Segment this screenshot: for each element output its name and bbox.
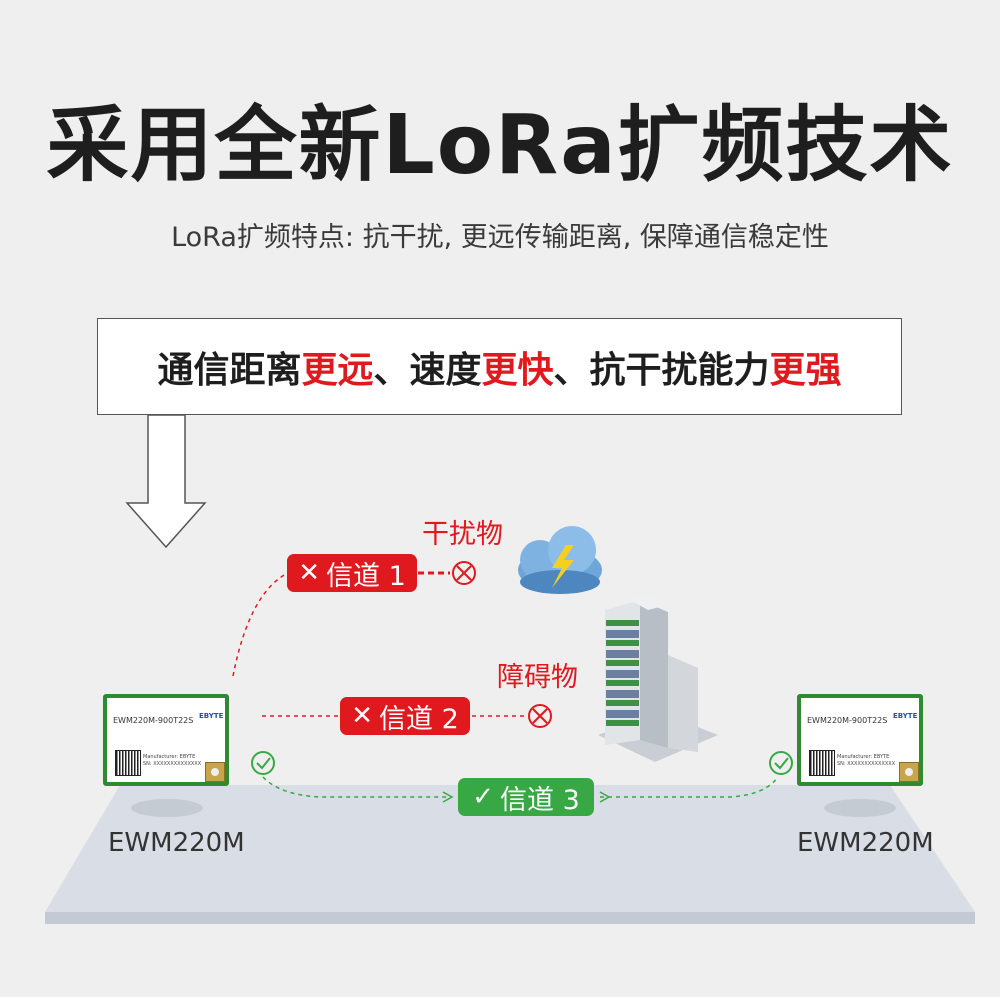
down-arrow-icon [125,414,207,549]
antenna-connector-icon [205,762,225,782]
module-manufacturer: Manufacturer: EBYTE [143,754,196,760]
module-sn: SN: XXXXXXXXXXXXXX [837,761,896,767]
channel1-badge: ✕ 信道 1 [287,554,417,592]
module-model: EWM220M-900T22S [807,716,888,725]
channel3-label: 信道 3 [500,784,580,816]
callout-highlight-3: 更强 [769,349,842,391]
qr-code-icon [809,750,835,776]
feature-callout: 通信距离 更远 、速度 更快 、抗干扰能力 更强 [97,318,902,415]
channel1-link [232,571,291,677]
channel1-label: 信道 1 [326,560,406,592]
check-circle-icon [251,751,275,775]
module-info: Manufacturer: EBYTE SN: XXXXXXXXXXXXXX [143,754,201,768]
callout-highlight-2: 更快 [481,349,554,391]
device-label-right: EWM220M [797,828,934,858]
subtitle: LoRa扩频特点: 抗干扰, 更远传输距离, 保障通信稳定性 [171,222,829,253]
obstacle-label: 障碍物 [497,662,578,693]
callout-text-1: 通信距离 [157,349,302,391]
lora-module-right: EWM220M-900T22S EBYTE Manufacturer: EBYT… [797,694,923,786]
device-label-left: EWM220M [108,828,245,858]
channel2-badge: ✕ 信道 2 [340,697,470,735]
qr-code-icon [115,750,141,776]
building-icon [598,595,718,762]
module-manufacturer: Manufacturer: EBYTE [837,754,890,760]
blocked-icon [528,704,552,728]
close-icon: ✕ [351,701,374,731]
module-brand: EBYTE [199,712,224,720]
blocked-icon [452,561,476,585]
check-circle-icon [769,751,793,775]
check-icon: ✓ [472,782,495,812]
module-model: EWM220M-900T22S [113,716,194,725]
module-info: Manufacturer: EBYTE SN: XXXXXXXXXXXXXX [837,754,895,768]
channel3-badge: ✓ 信道 3 [458,778,594,816]
callout-highlight-1: 更远 [301,349,374,391]
module-sn: SN: XXXXXXXXXXXXXX [143,761,202,767]
platform [45,785,975,912]
interference-label: 干扰物 [422,519,503,550]
channel2-label: 信道 2 [379,703,459,735]
module-brand: EBYTE [893,712,918,720]
lightning-cloud-icon [518,526,602,594]
antenna-connector-icon [899,762,919,782]
lora-module-left: EWM220M-900T22S EBYTE Manufacturer: EBYT… [103,694,229,786]
page-title: 采用全新LoRa扩频技术 [46,98,954,193]
close-icon: ✕ [298,558,321,588]
callout-text-2: 、速度 [373,349,482,391]
callout-text-3: 、抗干扰能力 [553,349,770,391]
